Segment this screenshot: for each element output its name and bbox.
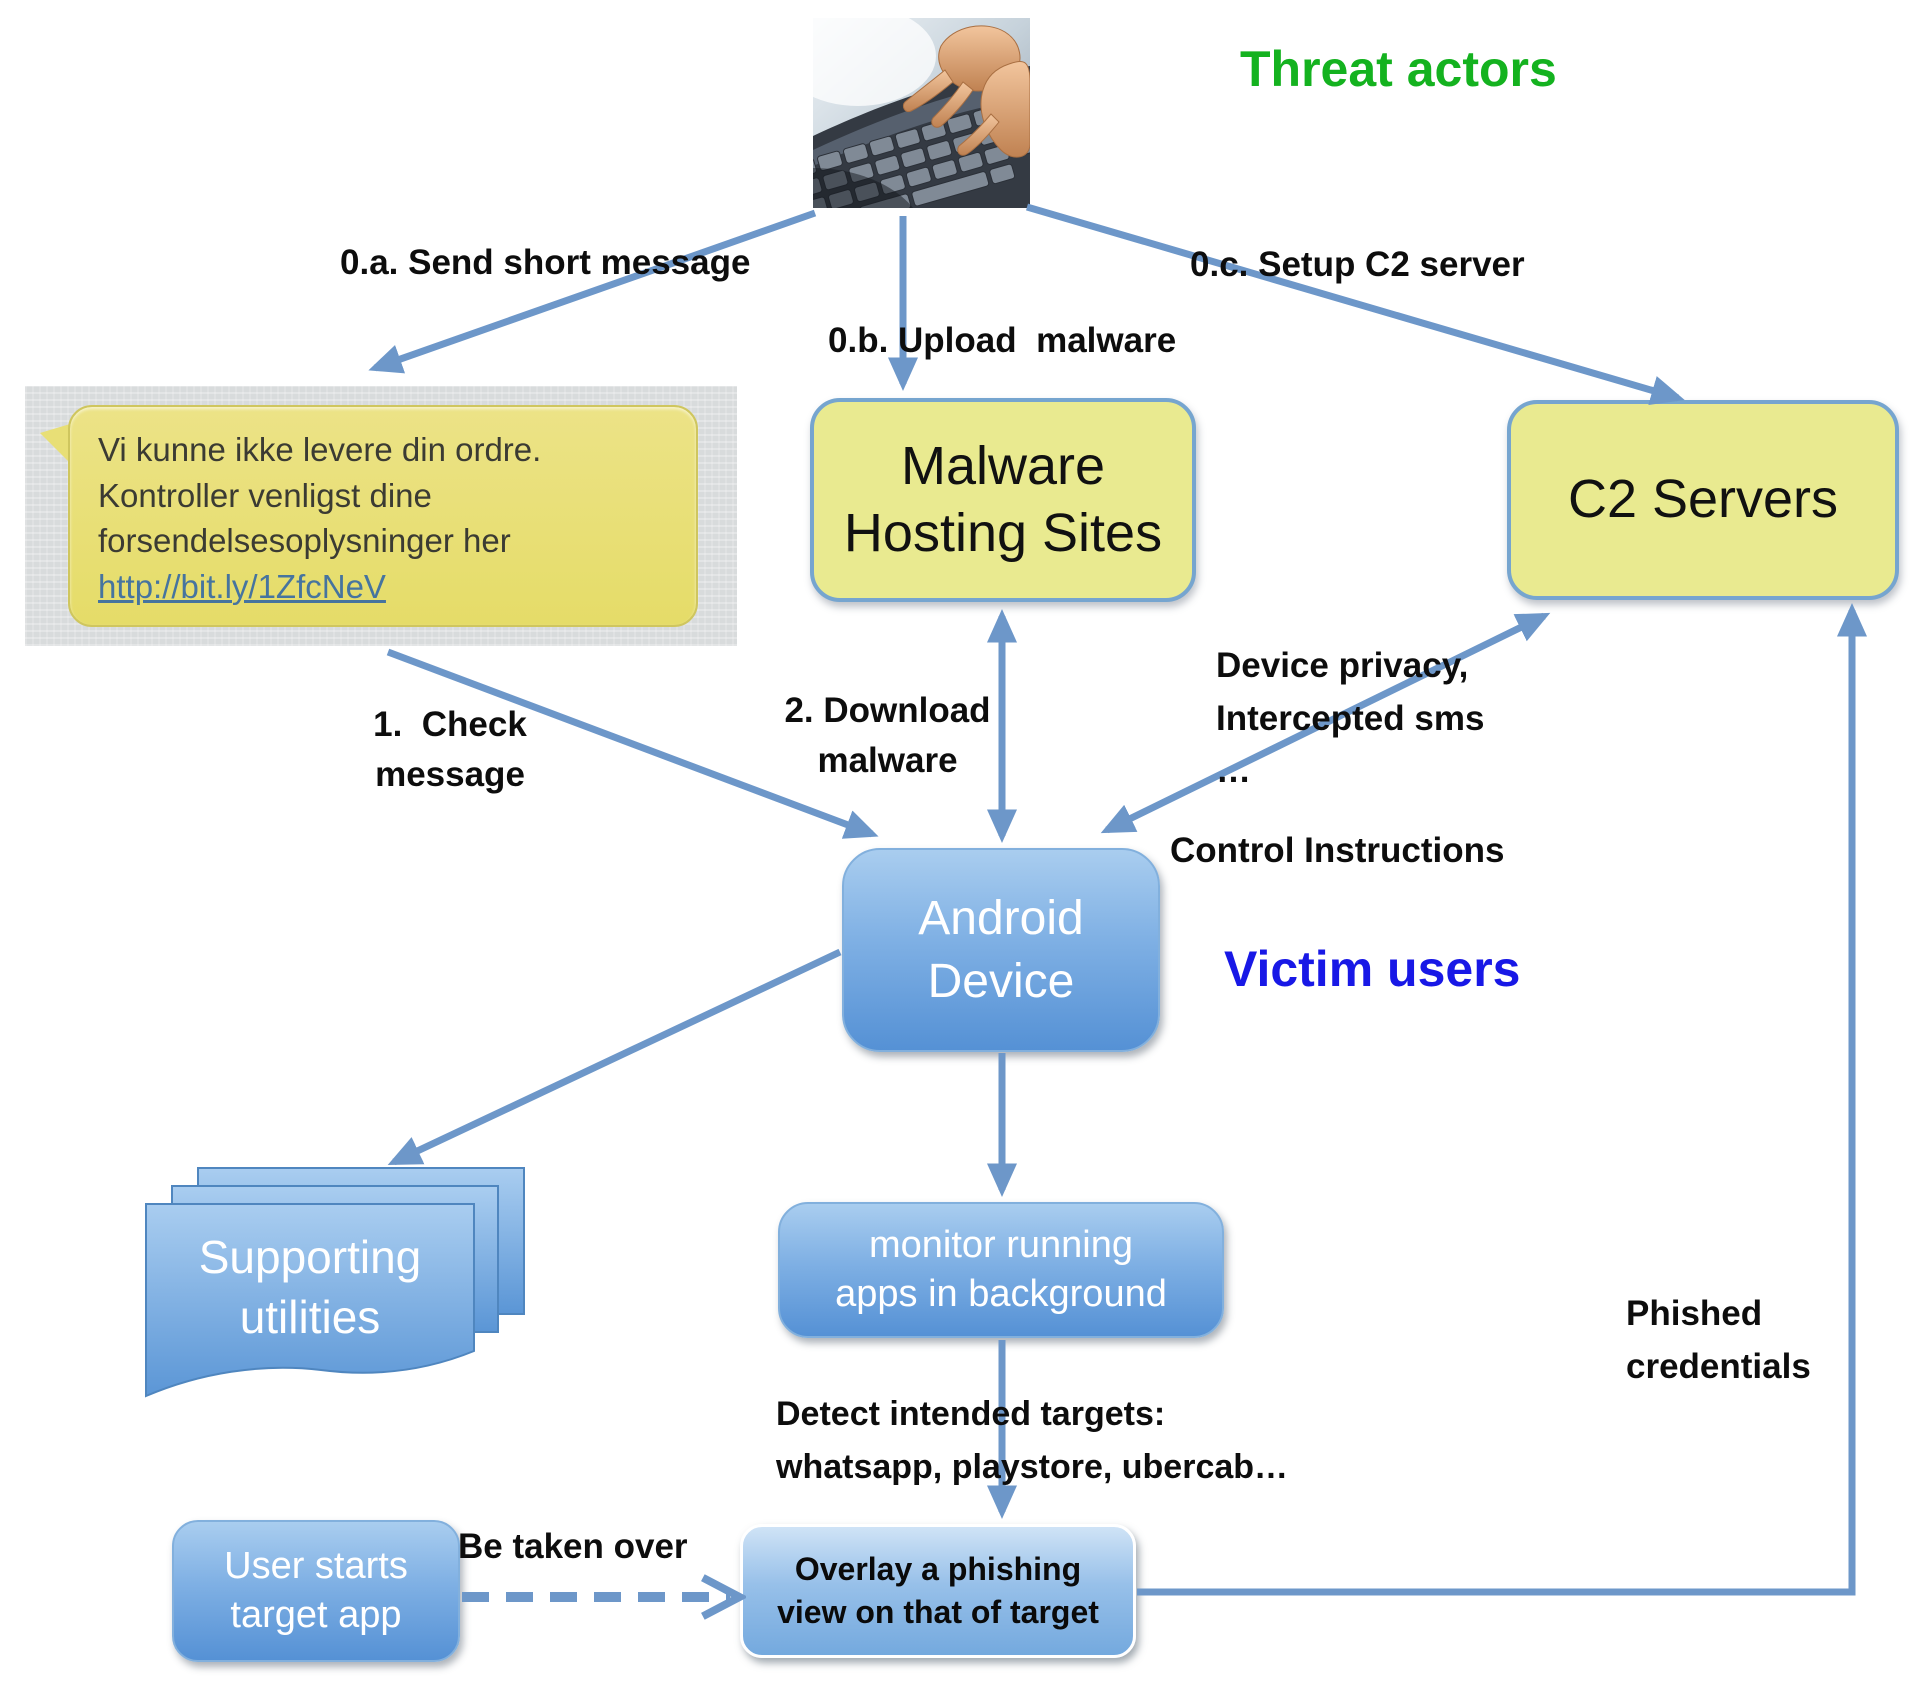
sms-screenshot: Vi kunne ikke levere din ordre. Kontroll…	[25, 386, 737, 646]
arrow-android-supporting	[387, 948, 842, 1166]
victim-users-label: Victim users	[1224, 941, 1521, 997]
label-send-short-message: 0.a. Send short message	[340, 243, 751, 282]
hand-near	[980, 60, 1030, 158]
arrow-setup-c2-server	[1026, 203, 1685, 405]
label-check-message: 1. Check message	[373, 705, 527, 794]
threat-actors-label: Threat actors	[1240, 41, 1557, 97]
sms-phishing-link: http://bit.ly/1ZfcNeV	[98, 567, 386, 605]
label-download-malware: 2. Download malware	[784, 691, 991, 780]
sms-text: Vi kunne ikke levere din ordre. Kontroll…	[98, 431, 542, 560]
label-upload-malware: 0.b. Upload malware	[828, 321, 1177, 360]
label-control-instructions: Control Instructions	[1170, 831, 1505, 870]
node-user-starts-target-app-label: User starts target app	[224, 1544, 408, 1636]
node-overlay-phishing-view-label: Overlay a phishing view on that of targe…	[777, 1550, 1099, 1630]
node-monitor-apps-label: monitor running apps in background	[835, 1223, 1167, 1315]
sms-bubble-tail	[40, 424, 70, 463]
node-malware-hosting-sites: Malware Hosting Sites	[810, 398, 1196, 602]
threat-actor-photo	[813, 18, 1030, 208]
label-device-privacy: Device privacy, Intercepted sms …	[1216, 646, 1485, 790]
node-supporting-utilities	[145, 1203, 475, 1398]
node-supporting-utilities-label: Supporting utilities	[198, 1231, 422, 1343]
label-be-taken-over: Be taken over	[458, 1527, 688, 1566]
node-user-starts-target-app: User starts target app	[172, 1520, 460, 1662]
node-android-device: Android Device	[842, 848, 1160, 1052]
node-malware-hosting-sites-label: Malware Hosting Sites	[843, 435, 1163, 564]
node-monitor-apps: monitor running apps in background	[778, 1202, 1224, 1338]
node-c2-servers-label: C2 Servers	[1567, 469, 1839, 530]
sms-bubble: Vi kunne ikke levere din ordre. Kontroll…	[68, 405, 698, 627]
label-phished-credentials: Phished credentials	[1626, 1294, 1811, 1386]
label-detect-targets: Detect intended targets: whatsapp, plays…	[776, 1395, 1289, 1486]
arrow-send-short-message	[368, 209, 817, 374]
label-setup-c2-server: 0.c. Setup C2 server	[1190, 245, 1525, 284]
node-android-device-label: Android Device	[918, 891, 1084, 1008]
node-overlay-phishing-view: Overlay a phishing view on that of targe…	[740, 1524, 1136, 1658]
node-c2-servers: C2 Servers	[1507, 400, 1899, 600]
